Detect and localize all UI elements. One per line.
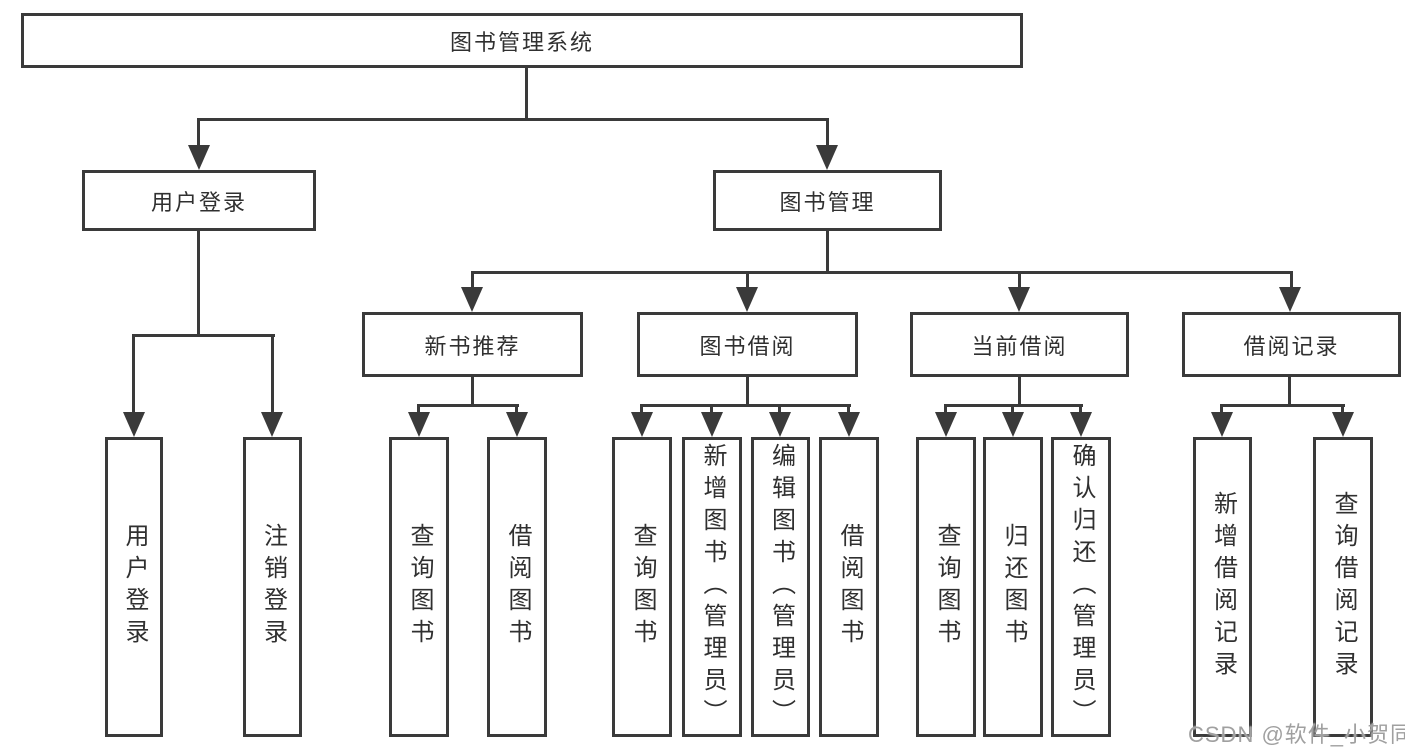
arrowhead [506, 412, 528, 437]
connector [1018, 374, 1021, 407]
node-library-system-root: 图书管理系统 [21, 13, 1023, 68]
connector [271, 334, 274, 414]
leaf-label: 确认归还（管理员） [1068, 443, 1095, 731]
connector [746, 271, 749, 290]
arrowhead [1279, 287, 1301, 312]
leaf-user-login: 用户登录 [105, 437, 163, 737]
connector [132, 334, 135, 414]
connector [1079, 404, 1082, 415]
connector [710, 404, 713, 415]
leaf-confirm-return-admin: 确认归还（管理员） [1051, 437, 1111, 737]
arrowhead [935, 412, 957, 437]
arrowhead [1070, 412, 1092, 437]
arrowhead [838, 412, 860, 437]
arrowhead [1002, 412, 1024, 437]
arrowhead [631, 412, 653, 437]
arrowhead [261, 412, 283, 437]
connector [826, 118, 829, 148]
leaf-add-borrow-record: 新增借阅记录 [1193, 437, 1252, 737]
arrowhead [1332, 412, 1354, 437]
node-label: 当前借阅 [971, 333, 1068, 359]
leaf-label: 编辑图书（管理员） [767, 443, 795, 731]
connector [471, 374, 474, 407]
leaf-edit-books-admin: 编辑图书（管理员） [751, 437, 810, 737]
connector [471, 271, 474, 290]
leaf-query-borrow-record: 查询借阅记录 [1313, 437, 1373, 737]
connector [417, 404, 420, 415]
leaf-return-books: 归还图书 [983, 437, 1043, 737]
node-book-borrowing: 图书借阅 [637, 312, 858, 377]
node-label: 新书推荐 [424, 333, 521, 359]
arrowhead [736, 287, 758, 312]
connector [197, 118, 200, 148]
connector [1290, 271, 1293, 290]
connector [778, 404, 781, 415]
leaf-logout: 注销登录 [243, 437, 302, 737]
leaf-label: 查询图书 [933, 523, 960, 651]
connector [746, 374, 749, 407]
node-label: 借阅记录 [1243, 333, 1340, 359]
connector [197, 229, 200, 337]
connector [847, 404, 850, 415]
arrowhead [1008, 287, 1030, 312]
leaf-label: 新增图书（管理员） [699, 443, 726, 731]
connector [1220, 404, 1223, 415]
connector [944, 404, 947, 415]
leaf-label: 注销登录 [259, 523, 287, 651]
connector [1011, 404, 1014, 415]
leaf-borrow-books-recommend: 借阅图书 [487, 437, 547, 737]
leaf-query-books-recommend: 查询图书 [389, 437, 449, 737]
connector [197, 118, 829, 121]
arrowhead [701, 412, 723, 437]
connector [1018, 271, 1021, 290]
node-label: 图书管理系统 [449, 29, 594, 55]
connector [417, 404, 519, 407]
arrowhead [408, 412, 430, 437]
leaf-label: 查询图书 [406, 523, 433, 651]
node-book-management: 图书管理 [713, 170, 942, 231]
arrowhead [1211, 412, 1233, 437]
leaf-label: 用户登录 [121, 523, 148, 651]
arrowhead [816, 145, 838, 170]
connector [471, 271, 1293, 274]
leaf-label: 查询图书 [629, 523, 656, 651]
connector [640, 404, 643, 415]
node-label: 图书借阅 [699, 333, 796, 359]
node-borrowing-records: 借阅记录 [1182, 312, 1401, 377]
connector [1288, 374, 1291, 407]
leaf-add-books-admin: 新增图书（管理员） [682, 437, 742, 737]
node-label: 用户登录 [150, 189, 247, 215]
arrowhead [461, 287, 483, 312]
leaf-label: 借阅图书 [836, 523, 863, 651]
node-new-book-recommendation: 新书推荐 [362, 312, 583, 377]
leaf-label: 归还图书 [1000, 523, 1027, 651]
arrowhead [769, 412, 791, 437]
csdn-watermark: CSDN @软件_小贺同学 [1188, 722, 1405, 747]
connector [1341, 404, 1344, 415]
connector [826, 229, 829, 274]
node-label: 图书管理 [779, 189, 876, 215]
leaf-borrow-books: 借阅图书 [819, 437, 879, 737]
connector [132, 334, 275, 337]
leaf-query-books-current: 查询图书 [916, 437, 976, 737]
connector [525, 66, 528, 121]
leaf-label: 借阅图书 [504, 523, 531, 651]
connector [515, 404, 518, 415]
node-user-login: 用户登录 [82, 170, 316, 231]
leaf-label: 查询借阅记录 [1330, 491, 1357, 683]
arrowhead [188, 145, 210, 170]
leaf-query-books-borrowing: 查询图书 [612, 437, 672, 737]
connector [640, 404, 851, 407]
arrowhead [123, 412, 145, 437]
connector [1220, 404, 1345, 407]
node-current-borrowing: 当前借阅 [910, 312, 1129, 377]
leaf-label: 新增借阅记录 [1209, 491, 1237, 683]
